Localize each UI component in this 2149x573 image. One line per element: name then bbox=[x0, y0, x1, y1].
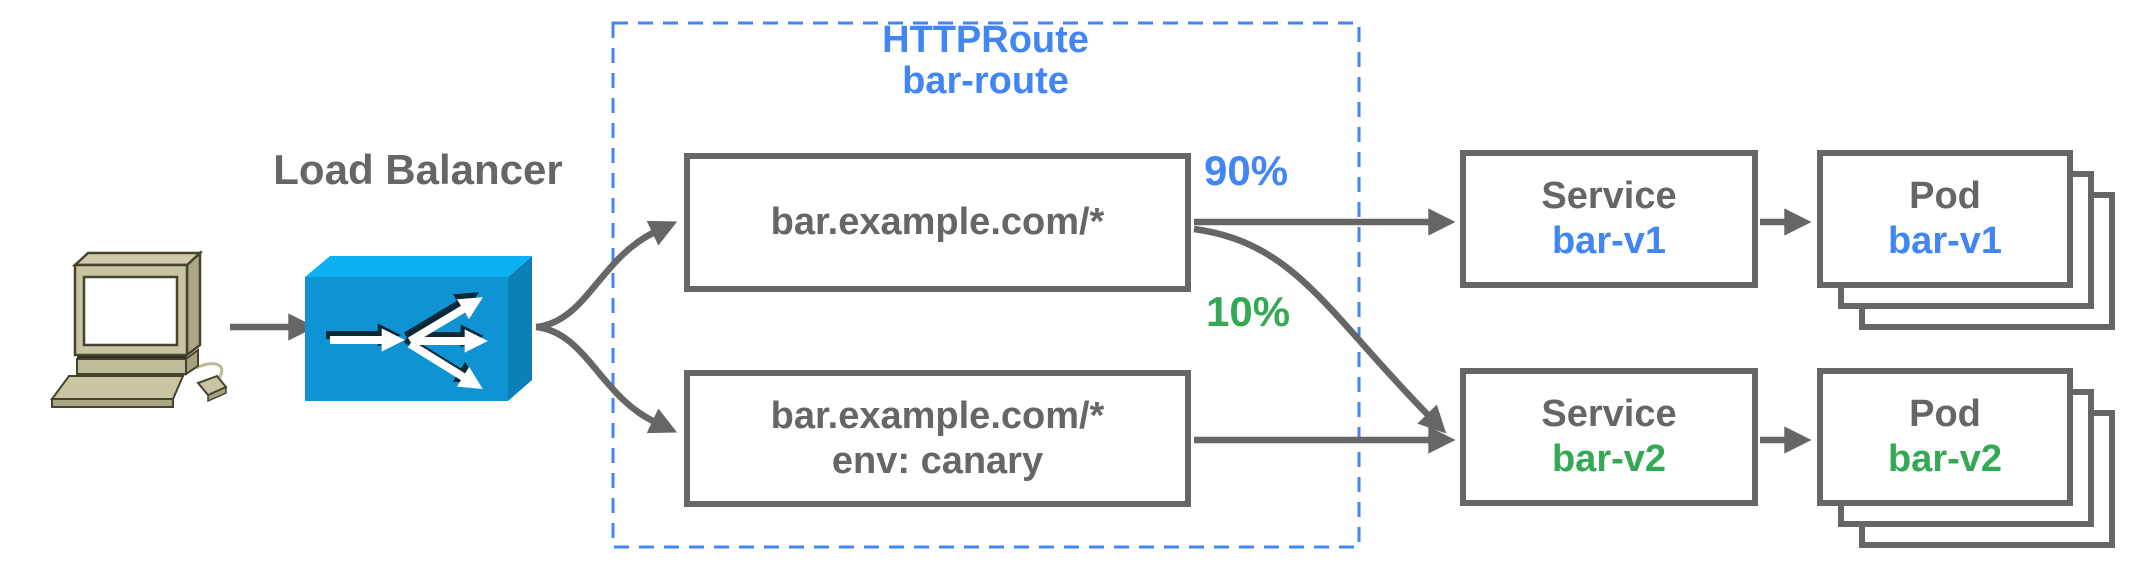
route-match-label: bar.example.com/* bbox=[770, 201, 1105, 243]
pod-name-label: bar-v2 bbox=[1887, 438, 2003, 480]
pod-name-label: bar-v1 bbox=[1887, 220, 2003, 262]
lb-split-arrows bbox=[330, 297, 488, 389]
route-header-label: env: canary bbox=[831, 439, 1044, 482]
mouse bbox=[196, 374, 228, 397]
monitor-side bbox=[185, 250, 202, 358]
pod-box-v1: Pod bar-v1 bbox=[1817, 150, 2073, 288]
arrow-route-to-service-v2-curve bbox=[1193, 225, 1447, 434]
load-balancer-label: Load Balancer bbox=[273, 146, 563, 193]
pod-stack-v1: Pod bar-v1 bbox=[1817, 150, 2117, 335]
service-name-label: bar-v2 bbox=[1551, 438, 1667, 480]
monitor-top bbox=[71, 251, 204, 267]
arrow-lb-to-route-v1 bbox=[535, 220, 678, 331]
traffic-weight-10: 10% bbox=[1206, 288, 1291, 335]
desktop-computer-icon bbox=[50, 250, 228, 408]
traffic-weight-90: 90% bbox=[1204, 147, 1289, 194]
load-balancer-icon bbox=[305, 256, 532, 401]
keyboard-edge bbox=[51, 398, 174, 408]
keyboard bbox=[50, 375, 185, 400]
arrow-lb-to-route-canary bbox=[535, 323, 678, 434]
service-kind-label: Service bbox=[1541, 175, 1677, 217]
httproute-title: HTTPRoute bar-route bbox=[613, 20, 1358, 102]
httproute-boundary bbox=[611, 21, 1361, 549]
screen bbox=[82, 275, 179, 347]
route-match-label: bar.example.com/* bbox=[770, 394, 1105, 437]
pod-stack-v2: Pod bar-v2 bbox=[1817, 368, 2117, 553]
httproute-title-name: bar-route bbox=[902, 60, 1069, 102]
service-name-label: bar-v1 bbox=[1551, 220, 1667, 262]
service-box-v1: Service bar-v1 bbox=[1460, 150, 1758, 288]
service-kind-label: Service bbox=[1541, 393, 1677, 435]
route-box-v1: bar.example.com/* bbox=[684, 153, 1191, 292]
base bbox=[76, 358, 187, 375]
service-box-v2: Service bar-v2 bbox=[1460, 368, 1758, 506]
lb-side-face bbox=[508, 256, 532, 401]
lb-top-face bbox=[305, 256, 532, 277]
pod-kind-label: Pod bbox=[1909, 175, 1981, 217]
pod-box-v2: Pod bar-v2 bbox=[1817, 368, 2073, 506]
route-box-canary: bar.example.com/* env: canary bbox=[684, 370, 1191, 507]
pod-kind-label: Pod bbox=[1909, 393, 1981, 435]
httproute-title-kind: HTTPRoute bbox=[882, 19, 1089, 61]
